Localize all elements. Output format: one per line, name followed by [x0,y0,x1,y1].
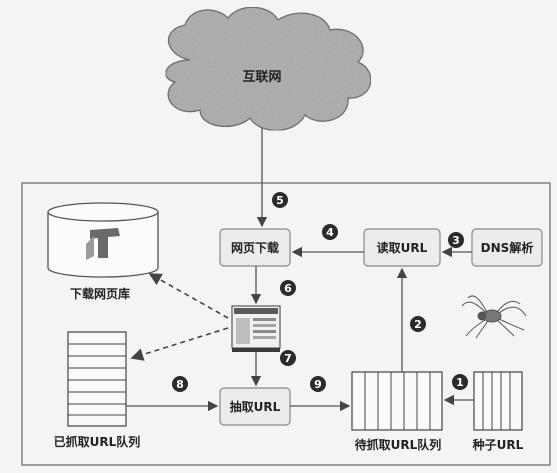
svg-text:7: 7 [284,352,292,365]
svg-text:1: 1 [456,376,464,389]
svg-text:8: 8 [176,378,184,391]
extract-url-label: 抽取URL [230,399,281,414]
step-badge-9: 9 [310,376,326,392]
dns-node [471,228,543,267]
dns-label: DNS解析 [481,240,534,255]
read-url-node [363,228,441,267]
dashed-arrow-page-to-crawled-queue [130,327,229,361]
read-url-label: 读取URL [377,240,428,255]
pending-url-queue [351,371,443,431]
spider-icon [461,295,527,339]
step-badge-6: 6 [280,280,296,296]
seed-url-queue [473,371,523,431]
download-node [219,228,291,267]
pending-queue-label: 待抓取URL队列 [355,437,442,452]
step-badge-1: 1 [452,374,468,390]
svg-text:4: 4 [326,226,334,239]
internet-label: 互联网 [242,70,281,85]
step-badge-3: 3 [448,232,464,248]
step-badge-2: 2 [410,316,426,332]
web-page-thumbnail [231,305,281,352]
svg-text:2: 2 [414,318,422,331]
crawled-url-queue [67,331,127,427]
page-database-icon [47,202,159,278]
svg-text:3: 3 [452,234,460,247]
system-frame [21,182,551,466]
crawled-queue-label: 已抓取URL队列 [54,434,141,449]
svg-text:5: 5 [276,194,284,207]
step-badge-4: 4 [322,224,338,240]
page-db-label: 下载网页库 [70,286,130,301]
step-badge-5: 5 [272,192,288,208]
internet-cloud [165,6,372,131]
dashed-arrow-page-to-db [148,273,229,319]
svg-text:9: 9 [314,378,322,391]
download-label: 网页下载 [231,240,279,255]
svg-text:6: 6 [284,282,292,295]
step-badge-7: 7 [280,350,296,366]
step-badge-8: 8 [172,376,188,392]
seed-url-label: 种子URL [472,437,524,452]
